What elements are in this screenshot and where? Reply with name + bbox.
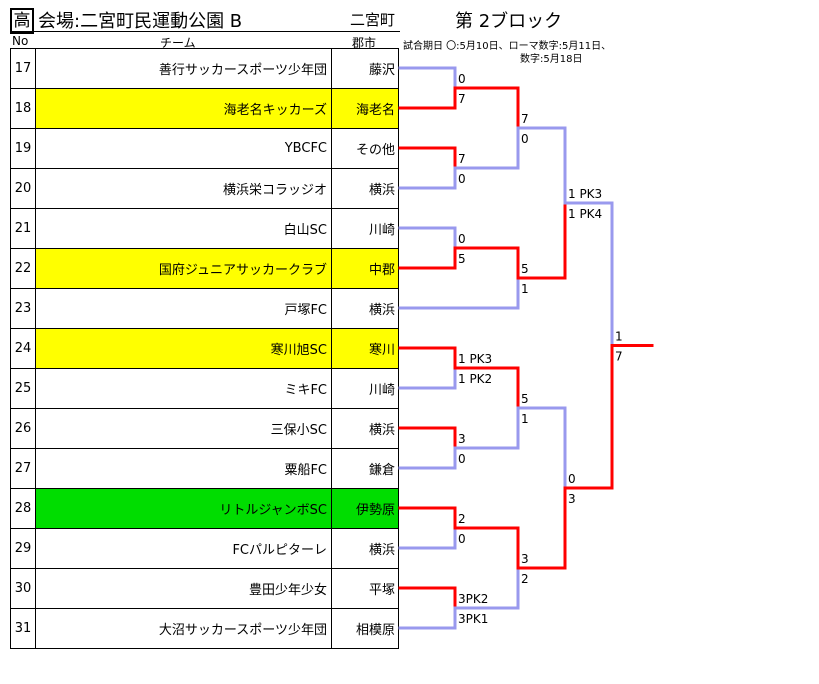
- team-city: 川崎: [331, 368, 399, 409]
- score-bottom: 1 PK4: [568, 207, 602, 221]
- score-top: 1 PK3: [458, 352, 492, 366]
- score-bottom: 7: [615, 350, 623, 364]
- col-header-no: No: [12, 34, 29, 48]
- match-dates-note-2: 数字:5月18日: [520, 54, 583, 65]
- team-city: 横浜: [331, 168, 399, 209]
- team-name: 寒川旭SC: [35, 328, 332, 369]
- col-header-city: 郡市: [352, 36, 377, 50]
- score-bottom: 1: [521, 282, 529, 296]
- score-bottom: 0: [458, 532, 466, 546]
- score-bottom: 0: [458, 172, 466, 186]
- team-city: 伊勢原: [331, 488, 399, 529]
- score-top: 0: [458, 72, 466, 86]
- team-name: 横浜栄コラッジオ: [35, 168, 332, 209]
- score-top: 3: [521, 552, 529, 566]
- team-city: 中郡: [331, 248, 399, 289]
- division-mark: 高: [10, 8, 34, 34]
- team-name: YBCFC: [35, 128, 332, 169]
- score-bottom: 0: [521, 132, 529, 146]
- score-bottom: 3: [568, 492, 576, 506]
- team-city: 藤沢: [331, 48, 399, 89]
- team-number: 26: [10, 408, 36, 449]
- match-dates-note: 試合期日 〇:5月10日、ローマ数字:5月11日、: [403, 41, 612, 52]
- team-name: 大沼サッカースポーツ少年団: [35, 608, 332, 649]
- team-number: 27: [10, 448, 36, 489]
- team-name: 三保小SC: [35, 408, 332, 449]
- venue-title: 会場:二宮町民運動公園 B: [38, 11, 243, 32]
- score-top: 7: [521, 112, 529, 126]
- block-title: 第 2ブロック: [455, 11, 563, 32]
- team-number: 19: [10, 128, 36, 169]
- team-city: その他: [331, 128, 399, 169]
- score-bottom: 3PK1: [458, 612, 488, 626]
- venue-town: 二宮町: [350, 11, 396, 29]
- team-name: 白山SC: [35, 208, 332, 249]
- score-top: 7: [458, 152, 466, 166]
- team-city: 横浜: [331, 288, 399, 329]
- header-underline: [10, 31, 400, 32]
- score-bottom: 1 PK2: [458, 372, 492, 386]
- team-city: 海老名: [331, 88, 399, 129]
- team-name: 善行サッカースポーツ少年団: [35, 48, 332, 89]
- team-city: 横浜: [331, 528, 399, 569]
- team-city: 川崎: [331, 208, 399, 249]
- score-top: 5: [521, 262, 529, 276]
- team-name: ミキFC: [35, 368, 332, 409]
- team-city: 相模原: [331, 608, 399, 649]
- team-number: 28: [10, 488, 36, 529]
- score-bottom: 0: [458, 452, 466, 466]
- team-city: 平塚: [331, 568, 399, 609]
- team-city: 鎌倉: [331, 448, 399, 489]
- team-number: 21: [10, 208, 36, 249]
- team-number: 22: [10, 248, 36, 289]
- score-bottom: 1: [521, 412, 529, 426]
- score-top: 2: [458, 512, 466, 526]
- score-top: 1 PK3: [568, 187, 602, 201]
- team-city: 横浜: [331, 408, 399, 449]
- team-number: 29: [10, 528, 36, 569]
- score-top: 3: [458, 432, 466, 446]
- col-header-team: チーム: [160, 36, 196, 50]
- score-bottom: 2: [521, 572, 529, 586]
- team-name: 豊田少年少女: [35, 568, 332, 609]
- score-top: 3PK2: [458, 592, 488, 606]
- score-top: 5: [521, 392, 529, 406]
- score-top: 1: [615, 330, 623, 344]
- team-name: リトルジャンボSC: [35, 488, 332, 529]
- score-bottom: 5: [458, 252, 466, 266]
- score-bottom: 7: [458, 92, 466, 106]
- score-top: 0: [568, 472, 576, 486]
- score-top: 0: [458, 232, 466, 246]
- team-name: 粟船FC: [35, 448, 332, 489]
- team-name: 海老名キッカーズ: [35, 88, 332, 129]
